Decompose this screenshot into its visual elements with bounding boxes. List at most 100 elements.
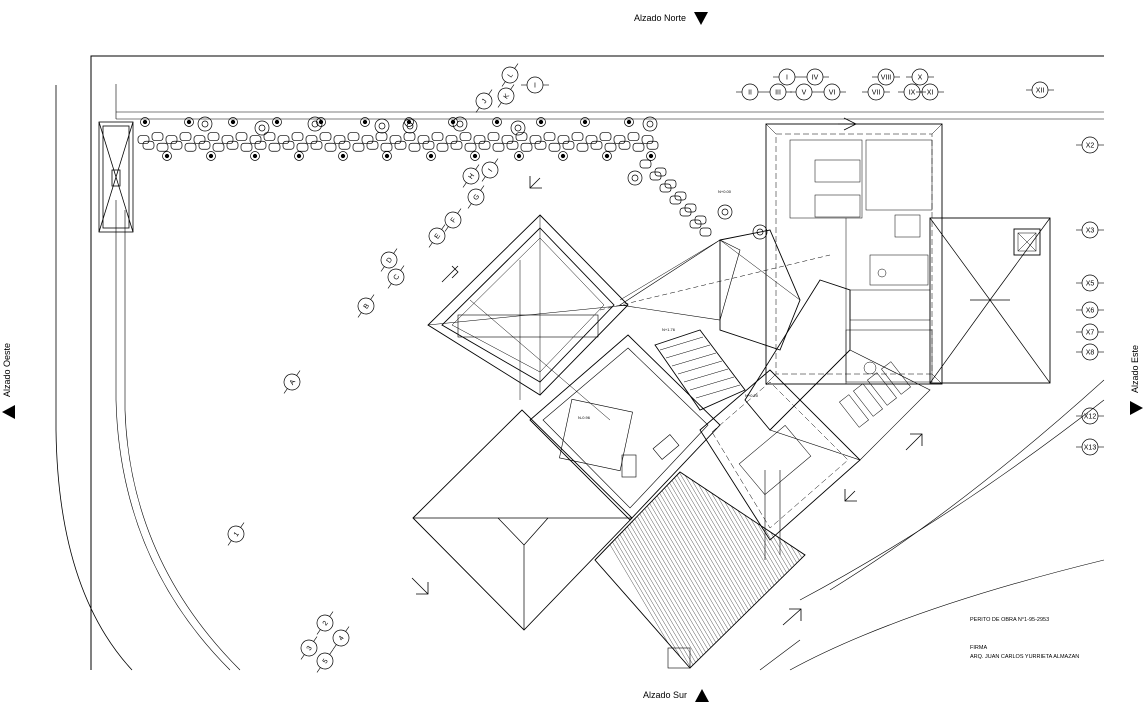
garden-path-bushes — [137, 116, 768, 240]
path-stone — [599, 132, 612, 141]
svg-text:X2: X2 — [1086, 143, 1095, 150]
path-stone — [576, 142, 589, 152]
path-stone — [557, 135, 570, 144]
path-stone — [492, 142, 505, 152]
path-stone — [226, 140, 239, 150]
svg-text:G: G — [472, 193, 481, 201]
svg-text:X: X — [918, 75, 923, 82]
svg-text:4: 4 — [338, 635, 346, 642]
grid-bubble: X8 — [1076, 343, 1104, 361]
grid-bubble: C — [387, 265, 405, 289]
svg-text:A: A — [289, 378, 298, 386]
path-stone — [459, 132, 472, 141]
path-stone — [422, 140, 435, 150]
driveway-curves — [55, 85, 1105, 671]
bush-icon — [646, 151, 656, 161]
path-stone — [380, 142, 393, 152]
path-stone — [184, 142, 197, 152]
path-stone — [310, 140, 323, 150]
svg-text:X5: X5 — [1086, 281, 1095, 288]
path-stone — [254, 140, 267, 150]
grid-bubble: I — [773, 68, 801, 86]
svg-text:J: J — [481, 98, 489, 105]
path-stone — [170, 140, 183, 150]
path-stone — [664, 179, 677, 189]
grid-bubble: III — [764, 83, 792, 101]
path-stone — [534, 140, 547, 150]
path-stone — [646, 140, 659, 150]
grid-bubble: E — [428, 224, 446, 248]
tree-icon — [452, 116, 468, 132]
path-stone — [212, 142, 225, 152]
grid-bubble: 3 — [300, 636, 318, 660]
path-stone — [618, 140, 631, 150]
grid-bubble: I — [521, 76, 549, 94]
path-stone — [699, 227, 712, 237]
grid-bubble: VI — [818, 83, 846, 101]
path-stone — [151, 132, 164, 141]
svg-text:C: C — [393, 273, 402, 281]
bush-icon — [272, 117, 282, 127]
tree-icon — [307, 116, 323, 132]
elevation-east-label: Alzado Este — [1130, 345, 1143, 416]
path-stone — [639, 159, 652, 169]
grid-bubble: VII — [862, 83, 890, 101]
path-stone — [473, 135, 486, 144]
path-stone — [571, 132, 584, 141]
grid-bubble: 4 — [332, 626, 350, 650]
firma-text: FIRMA — [970, 645, 988, 651]
elevation-north-label: Alzado Norte — [634, 12, 708, 25]
path-stone — [562, 140, 575, 150]
path-stone — [324, 142, 337, 152]
path-stone — [366, 140, 379, 150]
svg-text:I: I — [786, 75, 788, 82]
svg-text:X12: X12 — [1084, 414, 1097, 421]
tree-icon — [254, 120, 270, 136]
grid-bubble: X3 — [1076, 221, 1104, 239]
path-stone — [403, 132, 416, 141]
grid-bubble: D — [380, 248, 398, 272]
path-stone — [240, 142, 253, 152]
perito-text: PERITO DE OBRA N°1-95-2953 — [970, 617, 1050, 623]
path-stone — [408, 142, 421, 152]
elevation-south-text: Alzado Sur — [643, 689, 688, 700]
path-stone — [305, 135, 318, 144]
path-stone — [604, 142, 617, 152]
bush-icon — [514, 151, 524, 161]
path-stone — [506, 140, 519, 150]
terrace-hatched-roof — [594, 470, 806, 669]
path-stone — [282, 140, 295, 150]
grid-bubble: X13 — [1076, 438, 1104, 456]
path-stone — [347, 132, 360, 141]
path-stone — [515, 132, 528, 141]
path-stone — [548, 142, 561, 152]
grid-bubble: X7 — [1076, 323, 1104, 341]
path-stone — [207, 132, 220, 141]
svg-text:V: V — [802, 90, 807, 97]
grid-bubble: XII — [1026, 81, 1054, 99]
triangle-right-icon — [1130, 401, 1143, 416]
path-stone — [464, 142, 477, 152]
path-stone — [333, 135, 346, 144]
grid-bubble: A — [283, 370, 301, 394]
path-stone — [445, 135, 458, 144]
level-text: N-0.96 — [578, 415, 591, 420]
triangle-up-icon — [694, 689, 709, 702]
path-stone — [296, 142, 309, 152]
path-stone — [431, 132, 444, 141]
svg-text:III: III — [775, 90, 781, 97]
triangle-down-icon — [693, 12, 708, 25]
grid-bubble: K — [497, 84, 515, 108]
bush-icon — [580, 117, 590, 127]
bush-icon — [338, 151, 348, 161]
grid-bubble: L — [501, 63, 519, 87]
tree-icon — [374, 118, 390, 134]
bush-icon — [228, 117, 238, 127]
grid-bubble: 5 — [316, 649, 334, 673]
grid-bubble: I — [481, 158, 499, 182]
path-stone — [156, 142, 169, 152]
path-stone — [641, 135, 654, 144]
grid-bubble: II — [736, 83, 764, 101]
svg-text:VI: VI — [829, 90, 836, 97]
path-stone — [179, 132, 192, 141]
